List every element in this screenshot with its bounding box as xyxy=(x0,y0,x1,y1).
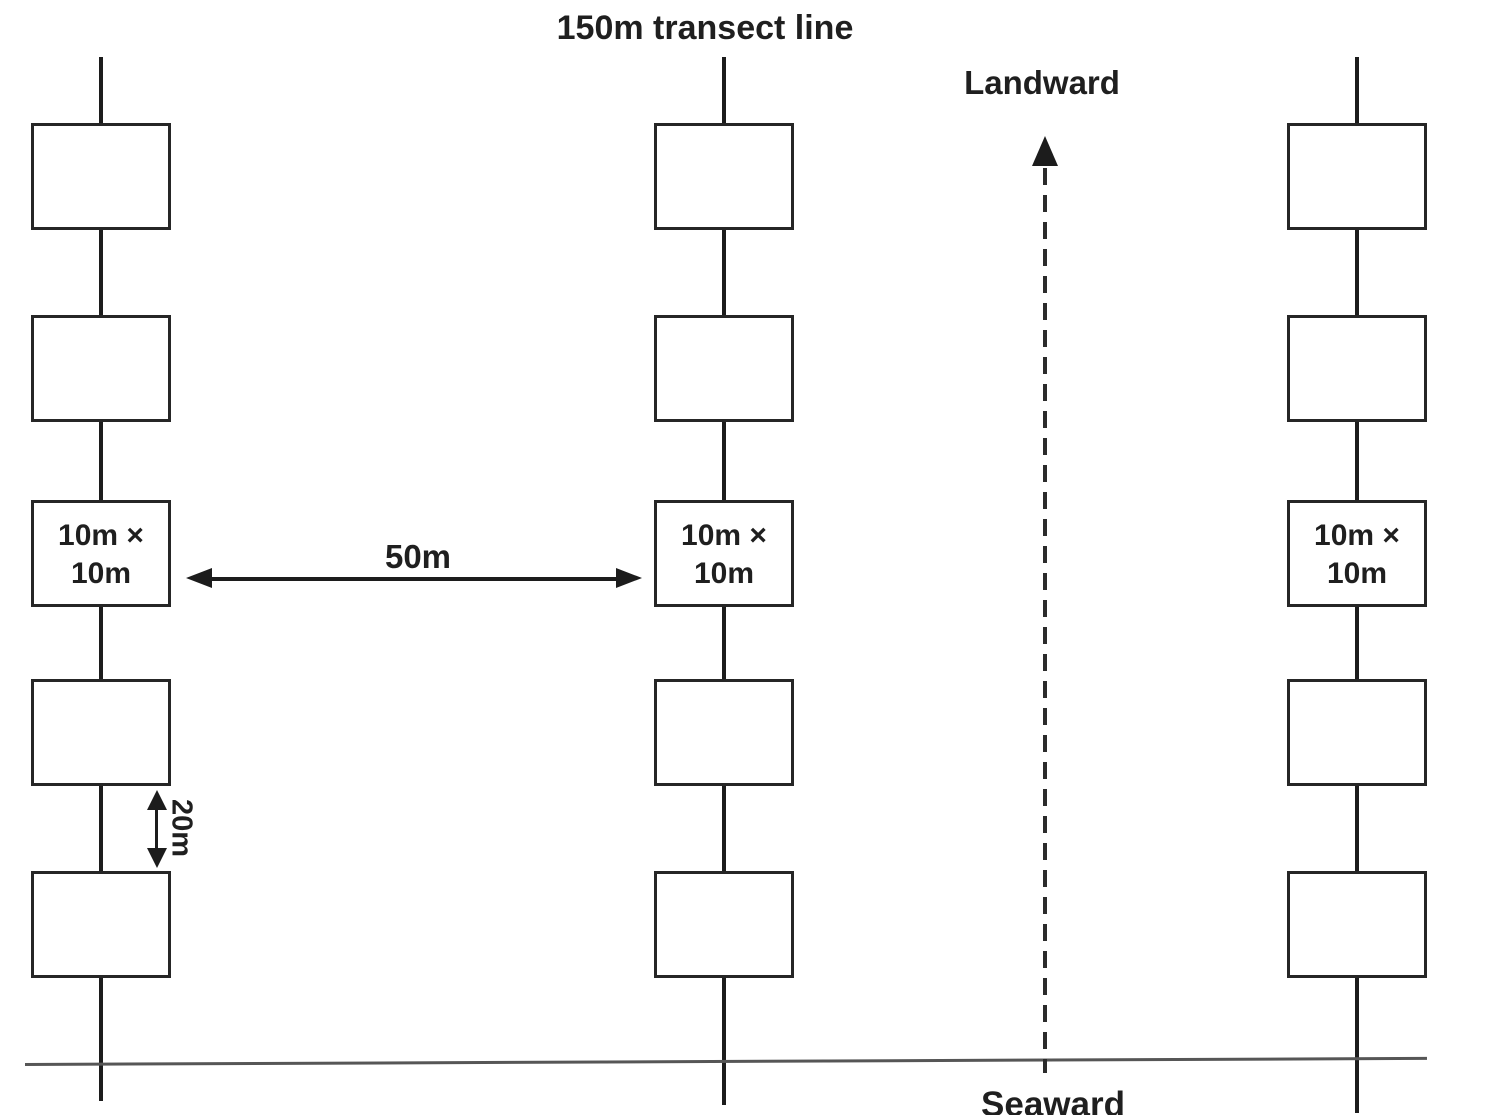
quadrat-box xyxy=(1287,871,1427,978)
quadrat-size-label: 10m × 10m xyxy=(1314,518,1400,590)
quadrat-box xyxy=(31,123,171,230)
quadrat-box-labeled: 10m × 10m xyxy=(654,500,794,607)
quadrat-box xyxy=(654,123,794,230)
quadrat-box-labeled: 10m × 10m xyxy=(31,500,171,607)
quadrat-box xyxy=(31,315,171,422)
quadrat-size-label: 10m × 10m xyxy=(58,518,144,590)
quadrat-box xyxy=(654,315,794,422)
seaward-label: Seaward xyxy=(981,1085,1125,1115)
quadrat-box-labeled: 10m × 10m xyxy=(1287,500,1427,607)
arrowhead-left-icon xyxy=(186,568,212,588)
arrowhead-right-icon xyxy=(616,568,642,588)
quadrat-box xyxy=(1287,679,1427,786)
transect-spacing-label: 50m xyxy=(384,538,452,575)
quadrat-box xyxy=(654,871,794,978)
quadrat-spacing-label: 20m xyxy=(165,798,198,858)
diagram-title: 150m transect line xyxy=(556,9,854,47)
quadrat-box xyxy=(31,679,171,786)
landward-arrowhead-icon xyxy=(1032,136,1058,166)
quadrat-box xyxy=(654,679,794,786)
arrowhead-down-icon xyxy=(147,848,167,868)
quadrat-box xyxy=(31,871,171,978)
landward-label: Landward xyxy=(964,64,1120,101)
transect-spacing-arrow xyxy=(208,577,620,581)
landward-dashed-line xyxy=(1043,168,1047,1073)
quadrat-spacing-arrow xyxy=(155,806,158,852)
quadrat-box xyxy=(1287,123,1427,230)
quadrat-box xyxy=(1287,315,1427,422)
quadrat-size-label: 10m × 10m xyxy=(681,518,767,590)
arrowhead-up-icon xyxy=(147,790,167,810)
